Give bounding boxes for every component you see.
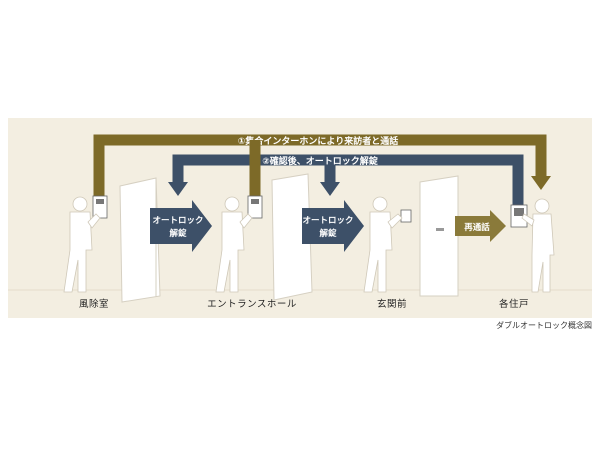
visitor-figure-front-door <box>363 196 403 293</box>
unlock-arrow-1: オートロック 解錠 <box>150 200 212 252</box>
unlock-arrow-1-line1: オートロック <box>152 215 203 226</box>
door-dwelling <box>419 175 459 297</box>
unlock-arrow-1-line2: 解錠 <box>169 228 187 239</box>
confirm-arrowhead-vestibule <box>168 182 188 196</box>
diagram-caption: ダブルオートロック概念図 <box>496 321 592 330</box>
location-vestibule: 風除室 <box>78 299 110 310</box>
call-route-arrowhead <box>531 176 551 190</box>
confirm-route-label: ②確認後、オートロック解錠 <box>262 155 379 167</box>
recall-arrow: 再通話 <box>455 210 506 242</box>
location-front-door: 玄関前 <box>376 299 408 310</box>
unlock-arrow-2-line1: オートロック <box>302 215 353 226</box>
door-handle <box>436 228 444 231</box>
intercom-panel-2 <box>247 195 263 219</box>
unlock-arrow-2: オートロック 解錠 <box>302 200 364 252</box>
unlock-arrow-2-line2: 解錠 <box>319 228 337 239</box>
location-dwelling: 各住戸 <box>498 299 530 310</box>
visitor-figure-vestibule <box>63 196 101 293</box>
door-entrance-hall <box>271 173 313 301</box>
call-route-label: ①集合インターホンにより来訪者と通話 <box>238 135 398 147</box>
confirm-route: ②確認後、オートロック解錠 <box>168 154 524 205</box>
recall-label: 再通話 <box>464 222 490 233</box>
call-route: ①集合インターホンにより来訪者と通話 <box>93 134 551 196</box>
visitor-figure-hall <box>215 196 253 293</box>
location-entrance-hall: エントランスホール <box>207 299 297 310</box>
confirm-arrowhead-hall <box>320 182 340 196</box>
resident-figure <box>521 198 555 293</box>
intercom-panel-3 <box>400 209 412 223</box>
